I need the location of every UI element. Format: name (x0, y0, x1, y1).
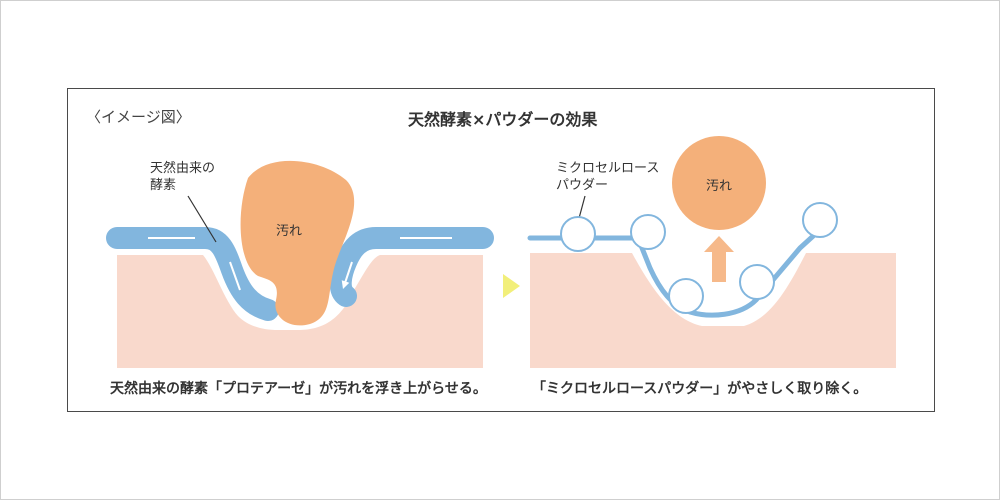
enzyme-callout-line (187, 195, 217, 243)
powder-particle (668, 278, 704, 314)
enzyme-label-line-1: 天然由来の (150, 161, 216, 176)
right-skin (530, 253, 896, 368)
left-scene (106, 160, 494, 368)
powder-particle (630, 214, 666, 250)
right-caption: 「ミクロセルロースパウダー」がやさしく取り除く。 (532, 381, 868, 397)
powder-label-line-1: ミクロセルロース (556, 161, 660, 176)
left-dirt-label: 汚れ (276, 224, 303, 239)
lift-arrow-icon (704, 236, 734, 282)
powder-particle (802, 202, 838, 238)
powder-particle (560, 216, 596, 252)
left-caption: 天然由来の酵素「プロテアーゼ」が汚れを浮き上がらせる。 (110, 381, 487, 397)
powder-callout-label: ミクロセルロース パウダー (556, 160, 659, 194)
image-label: 〈イメージ図〉 (86, 108, 191, 126)
right-scene (527, 136, 896, 368)
left-dirt-blob (240, 160, 355, 326)
left-enzyme-flow-arrows (148, 237, 452, 290)
diagram-title: 天然酵素×パウダーの効果 (408, 110, 598, 129)
right-dirt-ball (672, 136, 766, 230)
powder-label-line-2: パウダー (556, 178, 609, 193)
right-dirt-label: 汚れ (706, 179, 733, 194)
left-skin (117, 255, 483, 368)
powder-particle (739, 264, 775, 300)
enzyme-label-line-2: 酵素 (150, 178, 177, 193)
enzyme-callout-label: 天然由来の 酵素 (150, 160, 215, 194)
next-arrow-icon (503, 274, 520, 298)
